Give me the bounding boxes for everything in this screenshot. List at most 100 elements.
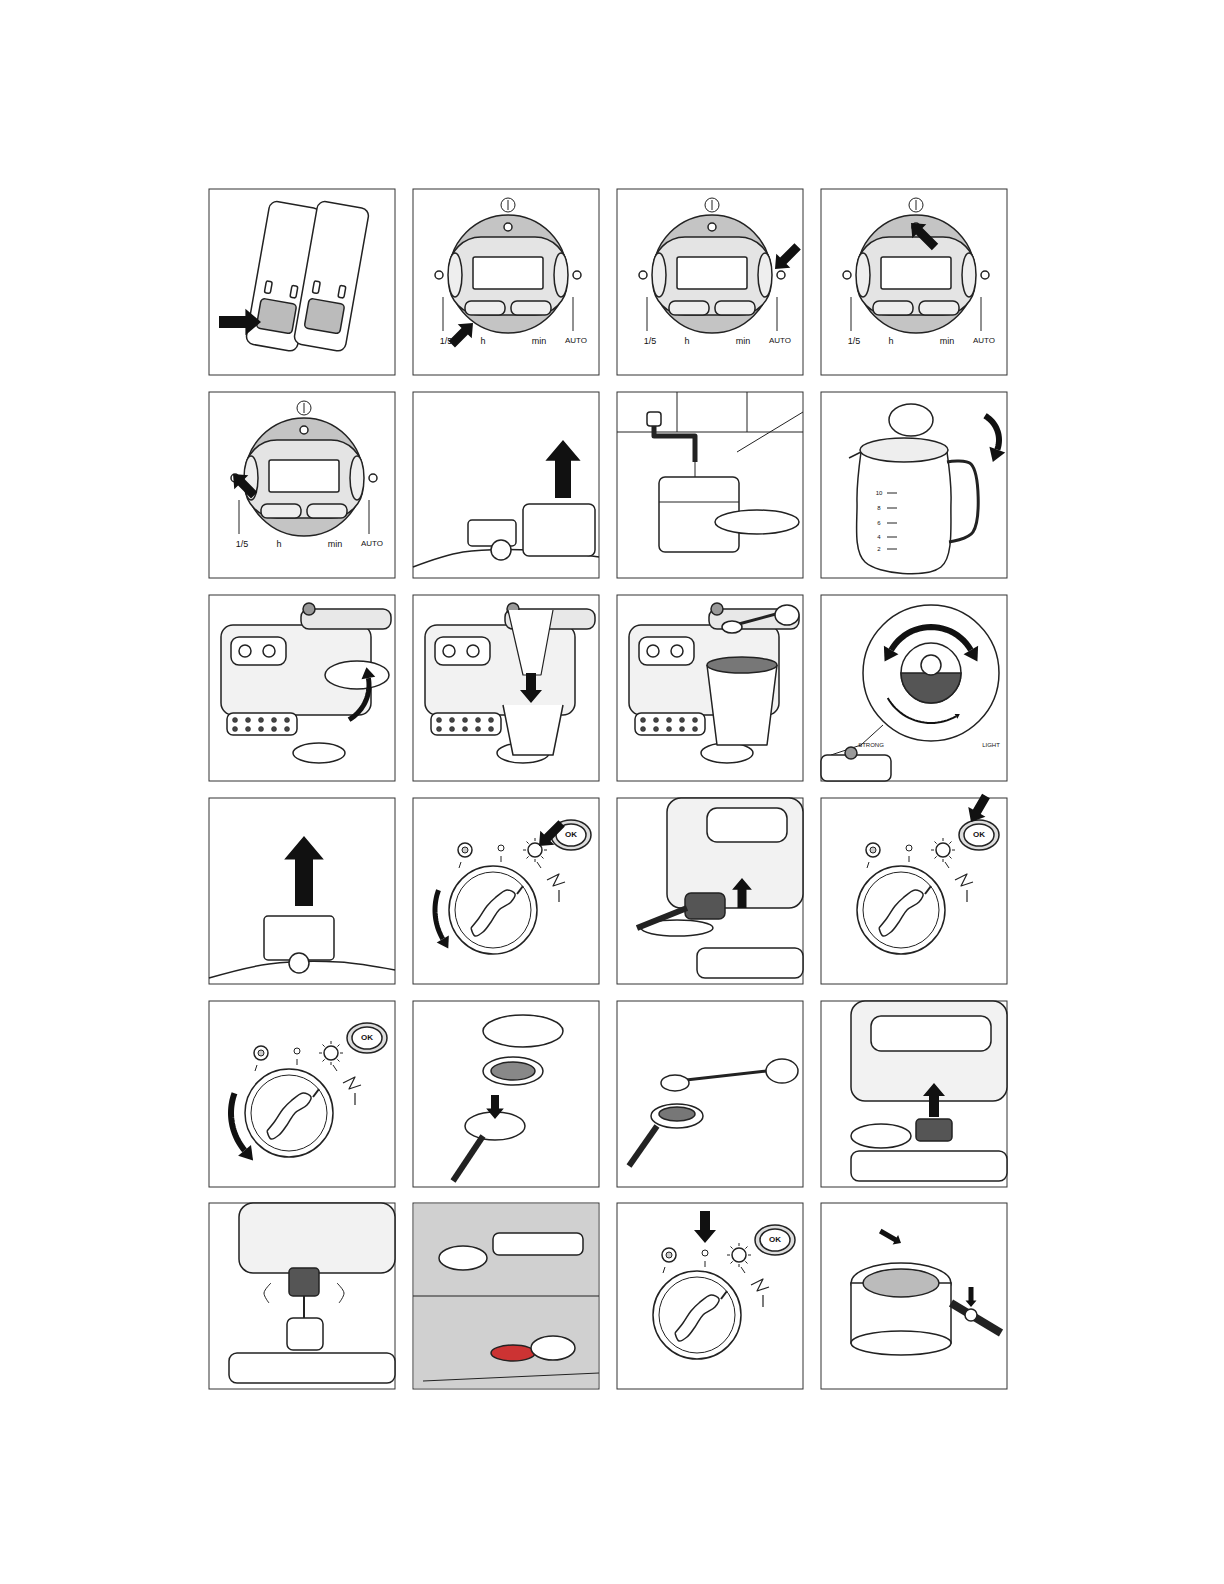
hand xyxy=(766,1059,798,1083)
tank-lid xyxy=(468,520,516,546)
rotation-arrow xyxy=(888,698,956,723)
water-tank xyxy=(523,504,595,556)
rotation-arrow xyxy=(891,627,971,650)
holder-base xyxy=(851,1331,951,1355)
figure-panel xyxy=(209,1001,395,1187)
power-symbol xyxy=(712,200,713,210)
figure-panel xyxy=(617,1001,803,1187)
control-strip xyxy=(707,808,787,842)
steam-indicator xyxy=(662,1248,676,1262)
direction-arrow xyxy=(923,1083,945,1117)
side-key xyxy=(652,253,666,297)
shower-disc xyxy=(491,1345,535,1361)
tray-hole xyxy=(641,718,646,723)
plate-slot xyxy=(312,281,320,294)
steam-indicator xyxy=(462,847,468,853)
panel-label: OK xyxy=(973,831,985,839)
wall-line xyxy=(617,432,803,433)
control-panel-ring xyxy=(449,215,567,333)
panel-label: AUTO xyxy=(769,337,791,345)
scale-tick xyxy=(887,493,897,494)
drip-tray xyxy=(431,713,501,735)
tick-mark xyxy=(501,856,502,862)
ok-button xyxy=(352,1027,382,1049)
drip-tray xyxy=(697,948,803,978)
wall-line xyxy=(677,392,678,432)
scale-tick xyxy=(887,508,897,509)
light-ray xyxy=(337,1059,339,1061)
figure-panel xyxy=(821,1203,1007,1389)
steam-symbol xyxy=(354,1093,355,1105)
light-ray xyxy=(949,842,951,844)
figure-panel xyxy=(209,1203,395,1389)
steam-symbol xyxy=(955,874,973,886)
top-knob xyxy=(711,603,723,615)
counter-line xyxy=(737,412,803,452)
figure-panel xyxy=(821,791,1007,984)
knob-pointer xyxy=(925,886,931,894)
selector-knob xyxy=(455,872,531,948)
indicator-light xyxy=(843,271,851,279)
control-knob xyxy=(647,645,659,657)
ok-button xyxy=(755,1225,795,1255)
figure-panel xyxy=(209,392,395,578)
panel-border xyxy=(209,595,395,781)
espresso-cup xyxy=(287,1318,323,1350)
drip-tray xyxy=(635,713,705,735)
light-ray xyxy=(731,1247,733,1249)
indicator-light xyxy=(504,223,512,231)
coffee-grounds xyxy=(659,1107,695,1121)
panel-label: OK xyxy=(565,831,577,839)
panel-border xyxy=(617,1001,803,1187)
drip-tray xyxy=(227,713,297,735)
panel-label: 8 xyxy=(877,505,880,511)
hand xyxy=(483,1015,563,1047)
jug-body xyxy=(857,452,952,574)
control-knob xyxy=(263,645,275,657)
machine-body xyxy=(239,1203,395,1273)
leader-line xyxy=(369,500,370,534)
filter-plate xyxy=(293,200,369,352)
hand xyxy=(889,404,933,436)
knob-grip xyxy=(879,890,923,936)
tray-hole xyxy=(476,718,481,723)
panel-border xyxy=(821,189,1007,375)
panel-label: min xyxy=(940,337,955,346)
selector-knob xyxy=(653,1271,741,1359)
figure-panel xyxy=(413,392,599,578)
bottom-key xyxy=(715,301,755,315)
leader-line xyxy=(647,297,648,331)
control-strip xyxy=(871,1016,991,1051)
direction-arrow xyxy=(732,878,752,908)
direction-arrow xyxy=(219,309,261,335)
selector-knob xyxy=(659,1277,735,1353)
panel-border xyxy=(209,392,395,578)
side-key xyxy=(448,253,462,297)
panel-border xyxy=(821,1001,1007,1187)
selector-knob xyxy=(449,866,537,954)
light-ray xyxy=(331,1041,332,1044)
side-key xyxy=(758,253,772,297)
figure-panel xyxy=(413,189,599,375)
panel-label: STRONG xyxy=(858,742,884,748)
light-ray xyxy=(745,1247,747,1249)
paper-filter xyxy=(508,610,553,675)
tray-hole xyxy=(437,727,442,732)
filter-holder xyxy=(916,1119,952,1141)
panel-label: min xyxy=(532,337,547,346)
spoon-bowl xyxy=(661,1075,689,1091)
panel-label: AUTO xyxy=(361,540,383,548)
filter-holder xyxy=(685,893,725,919)
light-ray xyxy=(527,842,529,844)
tray-hole xyxy=(667,727,672,732)
figure-panel xyxy=(413,1203,599,1389)
power-symbol xyxy=(501,198,515,212)
panel-border xyxy=(617,595,803,781)
panel-label: OK xyxy=(769,1236,781,1244)
holder-handle xyxy=(951,1303,1001,1333)
ok-button xyxy=(964,824,994,846)
zoom-circle xyxy=(863,605,999,741)
machine-body xyxy=(667,798,803,908)
knob-pointer xyxy=(313,1089,319,1097)
